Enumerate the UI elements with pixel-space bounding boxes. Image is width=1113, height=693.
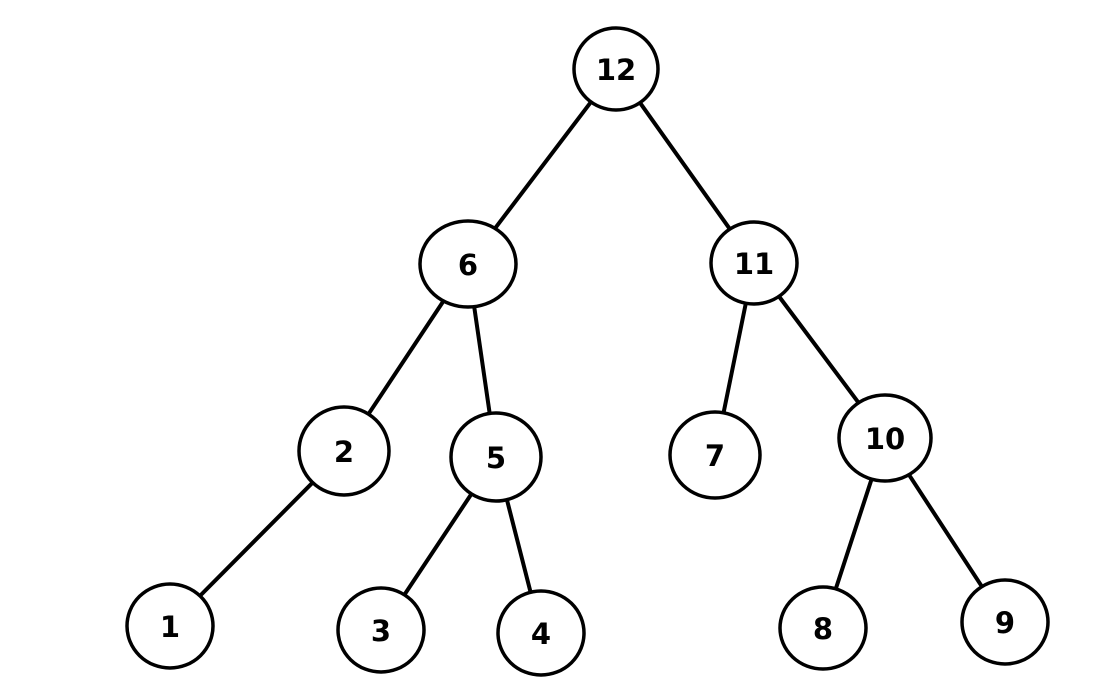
edge-n5-n3 [402,491,474,597]
node-label: 7 [705,439,725,473]
node-label: 3 [371,614,391,648]
edge-n12-n11 [637,100,732,232]
node-circle [668,410,762,500]
node-circle [297,405,391,497]
tree-node-5: 5 [449,411,543,503]
edge-n12-n6 [492,99,593,231]
node-circle [449,411,543,503]
edge-n10-n9 [906,472,984,589]
tree-node-3: 3 [336,586,426,674]
node-circle [336,586,426,674]
node-label: 8 [813,612,833,646]
node-label: 11 [734,247,774,281]
node-circle [496,589,586,677]
tree-node-6: 6 [418,219,518,309]
node-circle [778,585,868,671]
node-label: 4 [531,617,551,651]
node-circle [960,578,1050,666]
node-label: 6 [458,248,478,282]
node-circle [125,582,215,670]
edge-n5-n4 [504,497,533,595]
tree-node-4: 4 [496,589,586,677]
tree-node-2: 2 [297,405,391,497]
edge-n11-n7 [721,301,748,415]
tree-edges [197,99,984,598]
node-circle [709,220,799,306]
edge-n10-n8 [833,477,874,591]
tree-node-12: 12 [572,26,660,112]
node-circle [418,219,518,309]
edge-n6-n5 [472,304,492,416]
edge-n11-n10 [776,294,861,405]
node-label: 12 [596,53,636,87]
edge-n6-n2 [366,298,446,417]
node-label: 5 [486,441,506,475]
tree-node-7: 7 [668,410,762,500]
tree-node-10: 10 [837,393,933,483]
node-label: 9 [995,606,1015,640]
tree-node-1: 1 [125,582,215,670]
edge-n2-n1 [197,480,315,598]
tree-node-9: 9 [960,578,1050,666]
node-label: 1 [160,610,180,644]
tree-node-8: 8 [778,585,868,671]
node-circle [837,393,933,483]
node-label: 10 [865,422,905,456]
tree-node-11: 11 [709,220,799,306]
node-circle [572,26,660,112]
node-label: 2 [334,435,354,469]
